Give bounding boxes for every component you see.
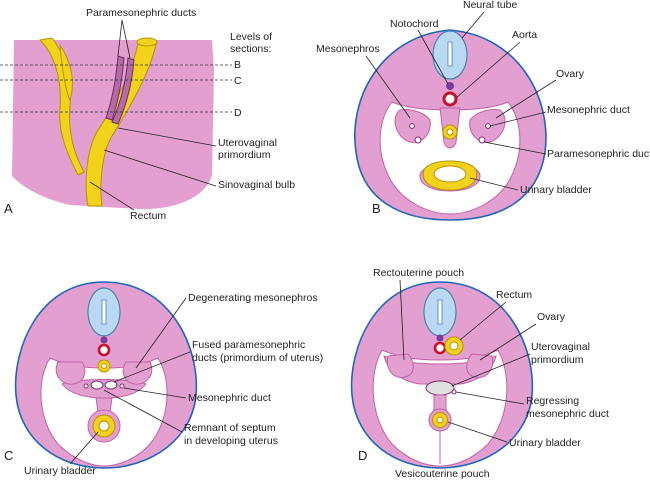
label-rectum-a: Rectum	[130, 210, 166, 222]
panel-b-mesonephric-right	[485, 123, 491, 129]
label-ovary-d: Ovary	[537, 311, 566, 323]
label-paramesonephric-duct-b: Paramesonephric duct	[547, 148, 650, 160]
leader-neural-tube	[461, 11, 485, 39]
panel-d: Rectouterine pouch Rectum Ovary Uterovag…	[350, 267, 609, 480]
label-fused-line1: Fused paramesonephric	[192, 339, 305, 351]
panel-c-mesonephric-right	[119, 383, 125, 389]
leader-regressing	[455, 391, 525, 405]
panel-d-rectum-lumen	[449, 341, 459, 351]
panel-c-fused-duct-left	[90, 380, 104, 390]
leader-notochord	[417, 29, 449, 85]
panel-d-aorta	[433, 341, 447, 355]
label-level-c: C	[234, 75, 242, 87]
leader-urinary-bladder-d	[447, 421, 508, 443]
label-uterovaginal-d-line2: primordium	[531, 354, 584, 366]
label-remnant-line2: in developing uterus	[184, 435, 278, 447]
label-levels-line1: Levels of	[230, 31, 272, 43]
label-sinovaginal-bulb: Sinovaginal bulb	[218, 179, 295, 191]
panel-d-bladder-stalk	[433, 394, 447, 411]
label-mesonephros: Mesonephros	[316, 43, 380, 55]
label-uterovaginal-d-line1: Uterovaginal	[531, 341, 590, 353]
leader-remnant	[103, 389, 183, 433]
label-mesonephric-duct-b: Mesonephric duct	[547, 104, 630, 116]
label-neural-tube: Neural tube	[463, 0, 517, 11]
panel-d-neural-canal	[437, 299, 443, 325]
label-aorta: Aorta	[512, 29, 537, 41]
label-rectouterine-pouch: Rectouterine pouch	[373, 267, 464, 279]
label-mesonephric-duct-c: Mesonephric duct	[188, 392, 271, 404]
panel-c: Degenerating mesonephros Fused parameson…	[4, 281, 323, 477]
panel-c-mesonephric-left	[83, 383, 89, 389]
leader-urinary-bladder-c	[69, 431, 99, 465]
label-urinary-bladder-c: Urinary bladder	[24, 465, 96, 477]
panel-b-rectum-lumen	[446, 128, 454, 136]
leader-rectum-a	[89, 181, 135, 211]
label-uterovaginal-line1: Uterovaginal	[218, 137, 277, 149]
label-degenerating-mesonephros: Degenerating mesonephros	[188, 292, 318, 304]
leader-uterovaginal-d	[451, 353, 531, 387]
panel-b-bladder-lumen	[433, 165, 467, 183]
leader-mesonephros	[365, 55, 411, 119]
panel-a-mesonephric-duct-bulge	[59, 43, 73, 102]
leader-mesonephric-duct-c	[123, 387, 187, 399]
label-notochord: Notochord	[390, 18, 439, 30]
panel-letter-c: C	[4, 448, 13, 463]
panel-letter-a: A	[4, 201, 13, 216]
leader-ovary-d	[479, 323, 537, 361]
panel-c-aorta	[97, 343, 111, 357]
panel-c-bladder-lumen	[98, 420, 110, 432]
panel-d-notochord	[436, 334, 444, 342]
leader-degenerating-mesonephros	[135, 297, 187, 369]
panel-c-mesonephros-left	[55, 361, 86, 385]
panel-letter-d: D	[358, 448, 367, 463]
leader-paramesonephric-ducts	[117, 19, 131, 59]
leader-urinary-bladder-b	[469, 177, 519, 191]
leader-aorta	[455, 41, 521, 99]
panel-b-paramesonephric-left	[414, 136, 422, 144]
panel-a: Paramesonephric ducts Levels of sections…	[0, 7, 295, 222]
panel-c-neural-canal	[101, 299, 107, 325]
label-urinary-bladder-b: Urinary bladder	[520, 184, 592, 196]
label-rectum-d: Rectum	[496, 289, 532, 301]
label-fused-line2: ducts (primordium of uterus)	[192, 352, 323, 364]
leader-rectouterine-pouch	[399, 279, 405, 361]
panel-c-fused-duct-right	[104, 380, 118, 390]
label-regressing-line2: mesonephric duct	[526, 408, 609, 420]
leader-sinovaginal	[103, 149, 217, 187]
leader-ovary-b	[495, 79, 557, 119]
label-regressing-line1: Regressing	[526, 395, 579, 407]
panel-d-ovary-left	[386, 353, 414, 378]
panel-b-aorta	[442, 91, 458, 107]
panel-d-uterovaginal-primordium	[425, 380, 455, 396]
panel-letter-b: B	[372, 201, 381, 216]
panel-d-regressing-mesonephric-duct	[451, 389, 457, 395]
panel-b: Notochord Neural tube Aorta Mesonephros …	[316, 0, 650, 221]
leader-fused-ducts	[113, 351, 191, 383]
leader-mesonephric-duct-b	[489, 111, 547, 127]
panel-c-septum	[61, 379, 147, 399]
label-paramesonephric-ducts: Paramesonephric ducts	[86, 7, 196, 19]
label-levels-line2: sections:	[230, 43, 271, 55]
panel-b-paramesonephric-right	[478, 136, 486, 144]
leader-uterovaginal	[117, 127, 217, 147]
panel-c-rectum-lumen	[101, 363, 107, 369]
label-vesicouterine-pouch: Vesicouterine pouch	[395, 468, 490, 480]
label-urinary-bladder-d: Urinary bladder	[509, 437, 581, 449]
panel-d-bladder-lumen	[436, 416, 444, 424]
label-ovary-b: Ovary	[556, 68, 585, 80]
label-level-b: B	[234, 59, 241, 71]
leader-paramesonephric-duct-b	[483, 141, 547, 155]
panel-a-paramesonephric-duct-1	[105, 55, 125, 121]
panel-a-paramesonephric-duct-2	[111, 57, 135, 125]
label-level-d: D	[234, 107, 242, 119]
label-uterovaginal-line2: primordium	[218, 149, 271, 161]
leader-rectum-d	[459, 301, 507, 341]
label-remnant-line1: Remnant of septum	[184, 422, 276, 434]
panel-b-mesonephric-left	[409, 123, 415, 129]
panel-c-notochord	[100, 336, 108, 344]
panel-b-neural-canal	[447, 41, 453, 67]
panel-a-rectum-opening	[136, 37, 158, 47]
